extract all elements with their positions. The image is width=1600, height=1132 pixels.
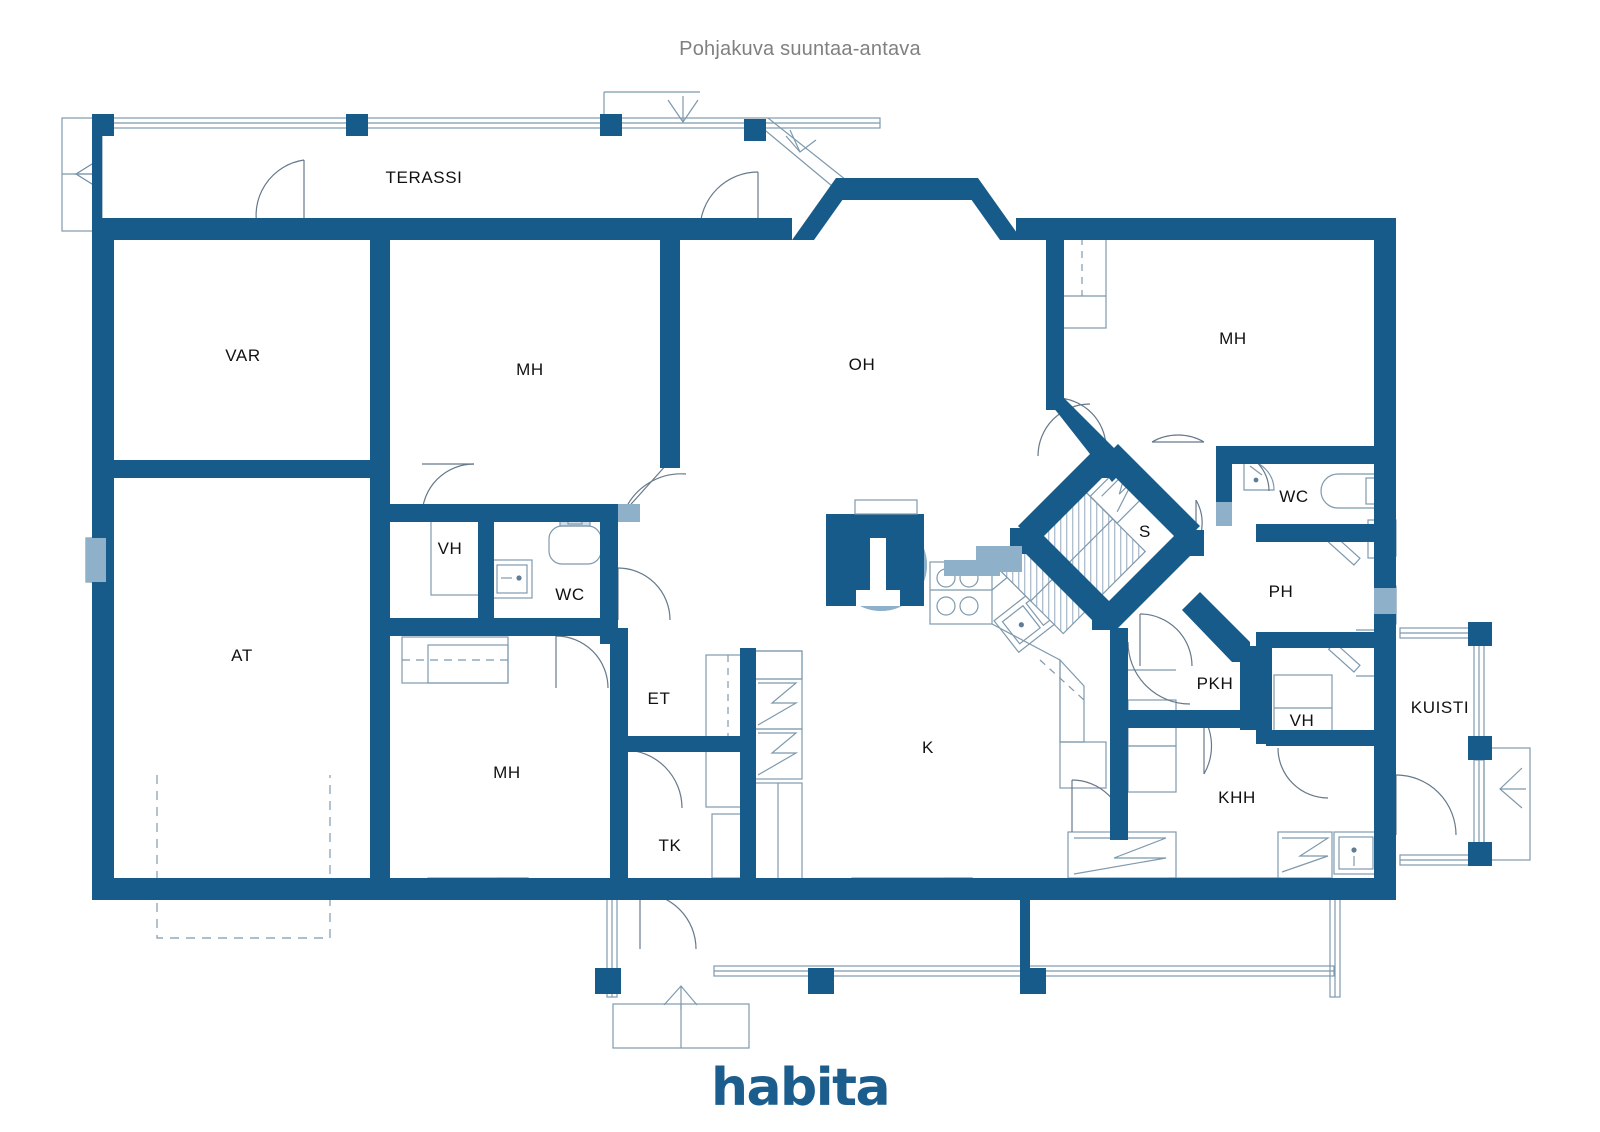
room-label: OH	[849, 355, 876, 374]
habita-logo-text: habita	[710, 1058, 891, 1118]
wall-openings	[86, 502, 1396, 614]
walls	[92, 114, 1492, 994]
room-label: MH	[1219, 329, 1247, 348]
room-label: K	[922, 738, 934, 757]
room-label: WC	[1279, 487, 1309, 506]
page-title: Pohjakuva suuntaa-antava	[679, 38, 921, 60]
room-label: KUISTI	[1411, 698, 1469, 717]
room-labels: TERASSI VAR MH OH MH VH WC S WC PH AT ET…	[225, 168, 1469, 855]
room-label: TK	[659, 836, 682, 855]
room-label: WC	[555, 585, 585, 604]
room-label: S	[1139, 522, 1151, 541]
room-label: VAR	[225, 346, 261, 365]
brand-logo: habita	[0, 1058, 1600, 1118]
room-label: VH	[1290, 711, 1315, 730]
room-label: PH	[1269, 582, 1294, 601]
room-label: KHH	[1218, 788, 1256, 807]
room-label: VH	[438, 539, 463, 558]
room-label: ET	[648, 689, 671, 708]
room-label: MH	[493, 763, 521, 782]
room-label: AT	[231, 646, 253, 665]
room-label: TERASSI	[386, 168, 463, 187]
room-label: PKH	[1197, 674, 1234, 693]
fireplace-symbol	[826, 499, 927, 611]
room-label: MH	[516, 360, 544, 379]
